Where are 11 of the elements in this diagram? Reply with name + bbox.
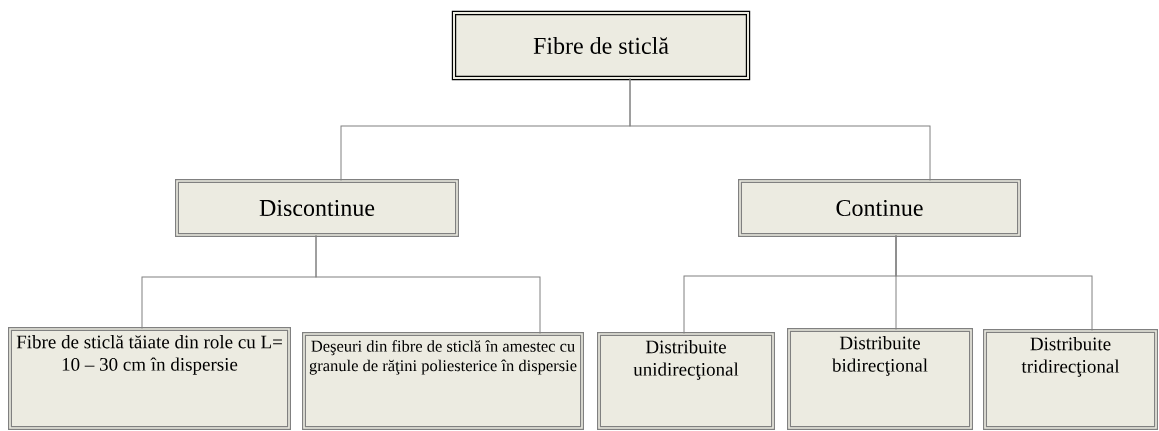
connector-line: [315, 235, 541, 334]
connector-line: [629, 78, 931, 181]
category-box: Fibre de sticlă tăiate din role cu L= 10 – 30 cm în dispersie: [8, 327, 291, 430]
category-box: Distribuite tridirecţional: [983, 329, 1158, 430]
category-box: Deşeuri din fibre de sticlă în amestec cu granule de răţini poliesterice în dispersie: [302, 332, 584, 430]
connector-line: [895, 235, 1093, 331]
category-box: Discontinue: [175, 179, 459, 237]
category-box: Continue: [738, 179, 1021, 237]
category-box: Distribuite bidirecţional: [787, 328, 973, 430]
category-box: Distribuite unidirecţional: [597, 332, 775, 430]
category-box: Fibre de sticlă: [451, 10, 751, 81]
